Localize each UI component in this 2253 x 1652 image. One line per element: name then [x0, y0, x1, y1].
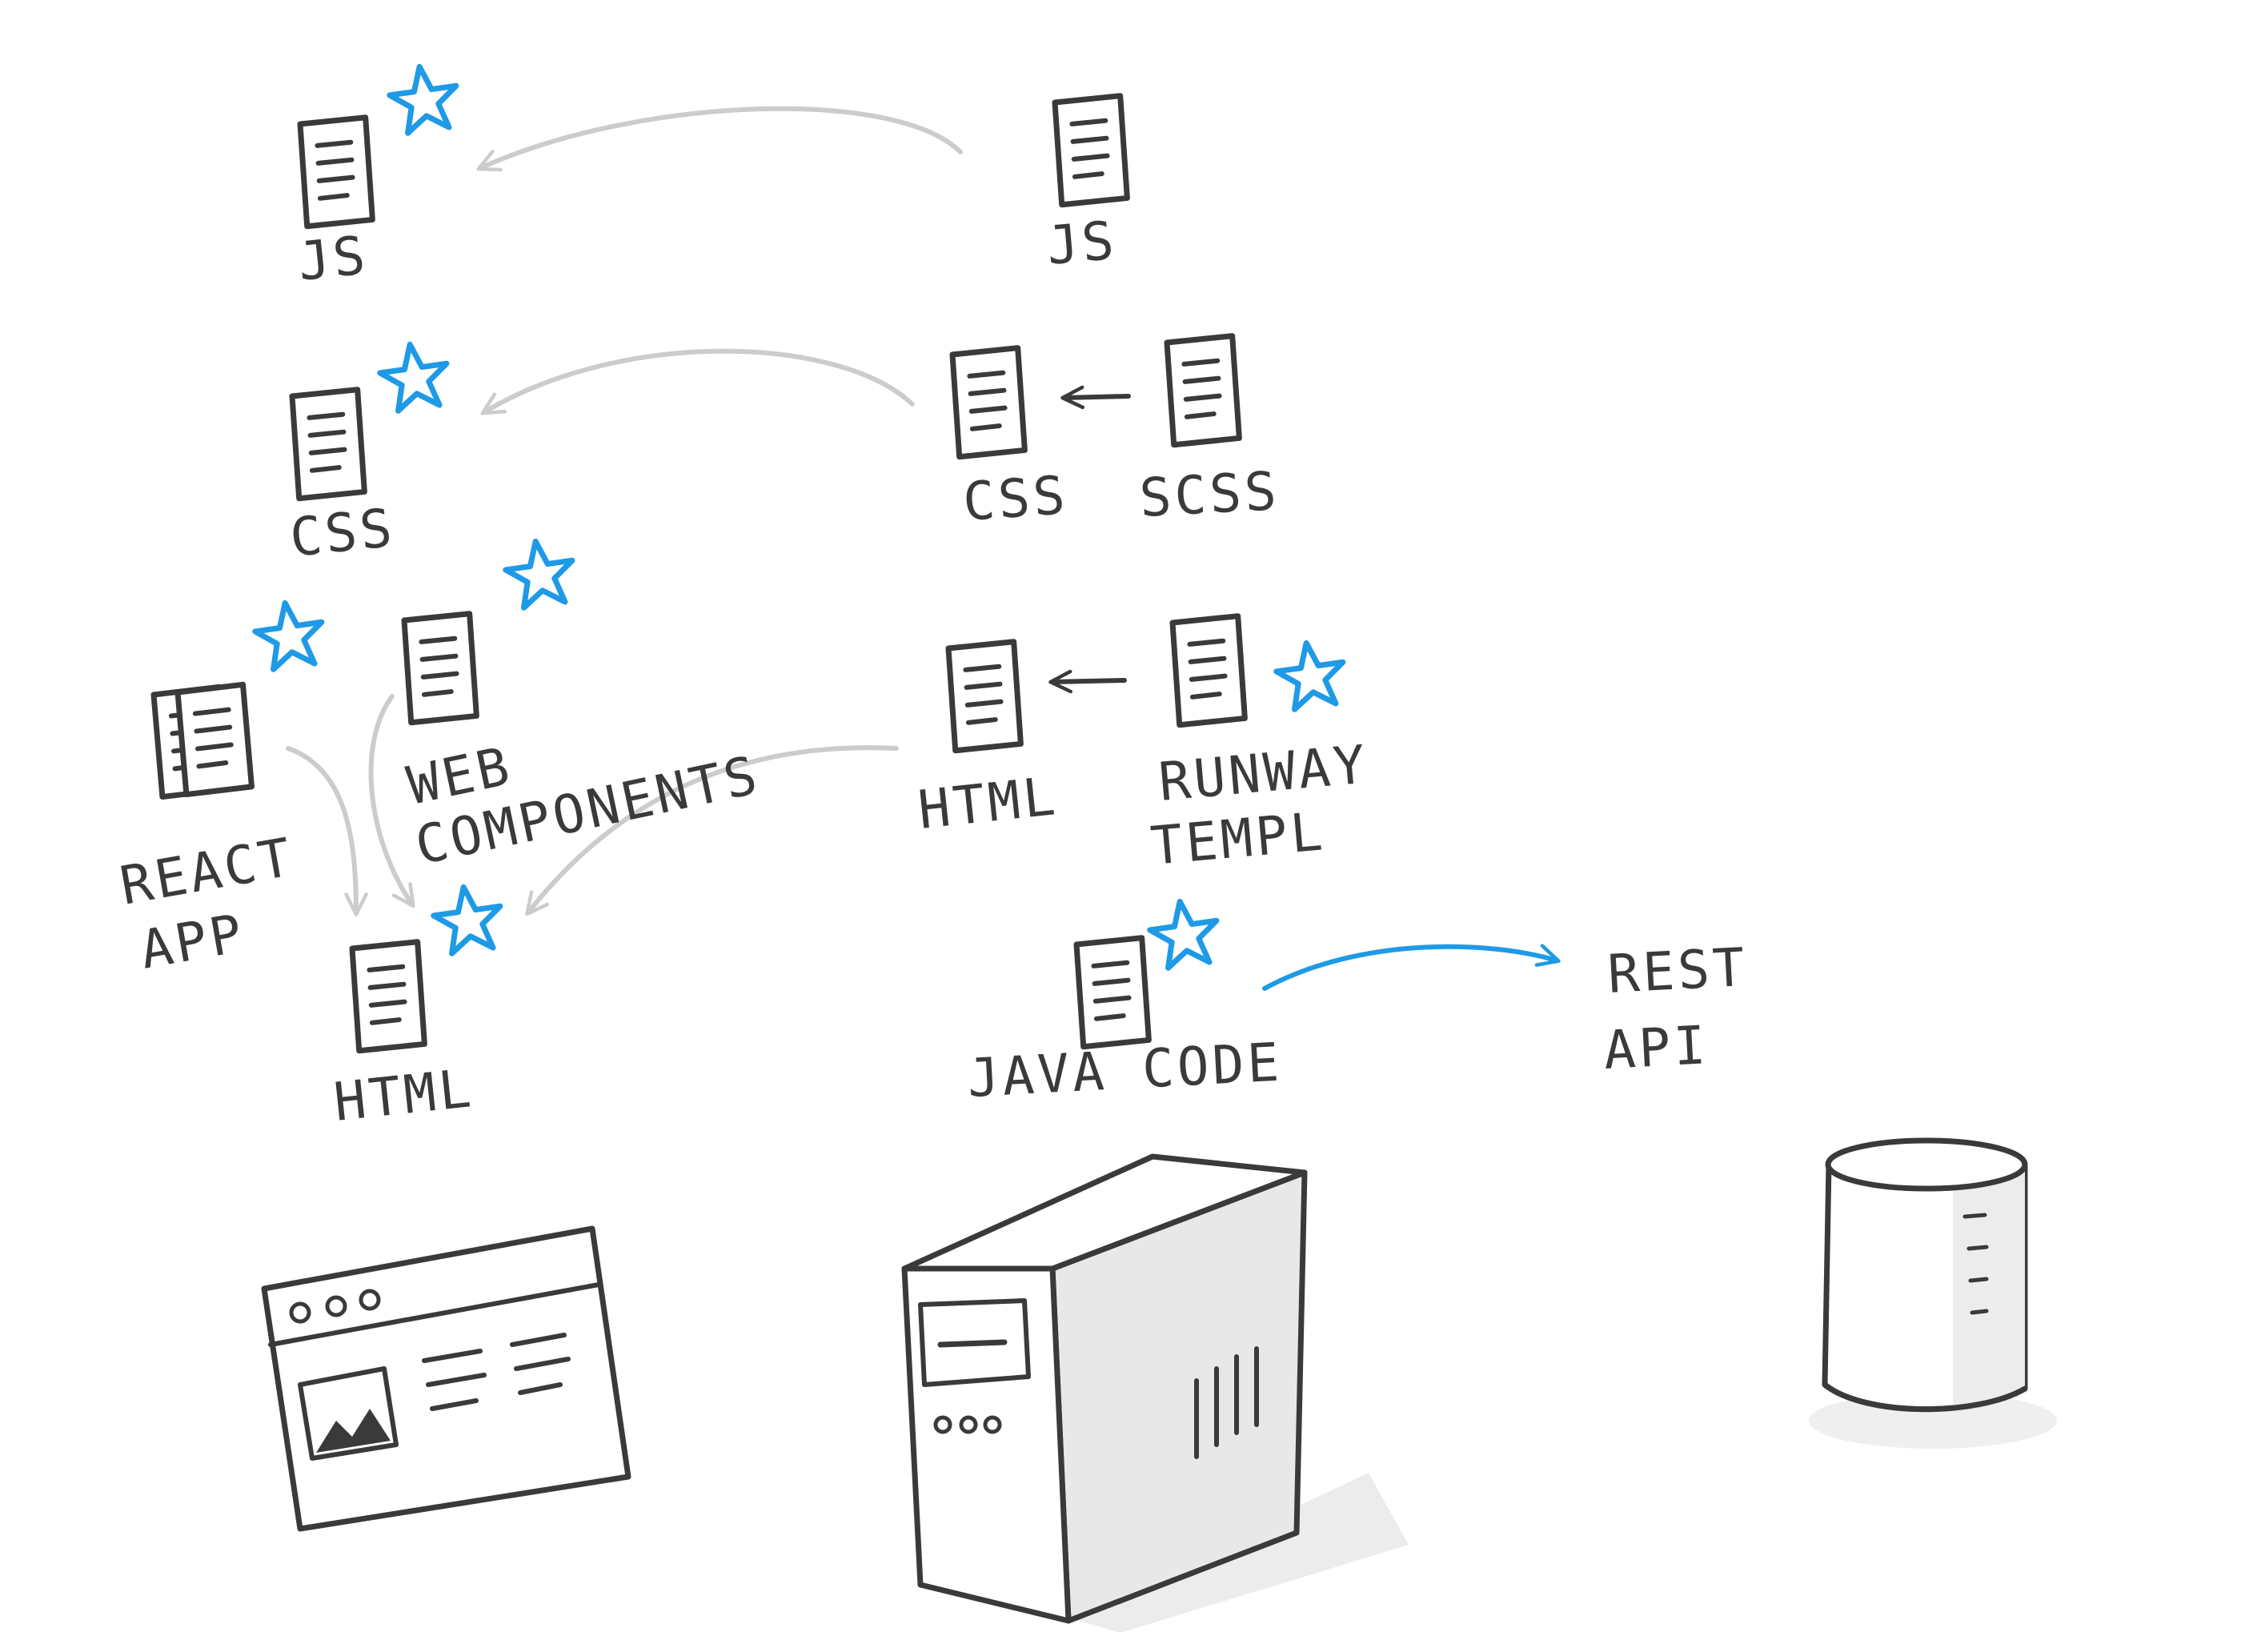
star-icon	[431, 883, 506, 956]
server-tower-icon	[901, 1153, 1409, 1633]
document-icon	[292, 390, 365, 499]
star-icon	[1273, 639, 1349, 712]
react-app-label-line2: APP	[135, 902, 250, 981]
server-html-label: HTML	[916, 765, 1061, 841]
star-icon	[503, 537, 578, 610]
database-cylinder-icon	[1809, 1137, 2057, 1449]
document-icon	[352, 942, 425, 1051]
server-js-node: JS	[1044, 96, 1128, 277]
react-app-label-line1: REACT	[115, 826, 299, 917]
star-icon	[252, 599, 327, 672]
document-icon	[404, 614, 477, 723]
server-css-label: CSS	[961, 464, 1070, 533]
scss-label: SCSS	[1138, 460, 1281, 529]
arrow-runway-to-html	[1048, 669, 1127, 694]
client-html-label: HTML	[331, 1057, 477, 1133]
rest-api-node: REST API	[1602, 936, 1750, 1081]
react-app-node: REACT APP	[115, 599, 327, 981]
arrow-webcomponents-to-html	[368, 694, 415, 908]
document-icon	[300, 118, 373, 227]
arrow-html-to-client	[525, 745, 899, 916]
java-code-node: JAVA CODE	[966, 897, 1284, 1109]
arrow-css-to-client	[480, 348, 915, 415]
server-css-node: CSS	[952, 348, 1070, 533]
rest-api-label-line2: API	[1602, 1014, 1710, 1081]
web-components-node: WEB COMPONENTS	[402, 537, 765, 877]
document-icon	[952, 348, 1025, 457]
java-code-label: JAVA CODE	[966, 1031, 1284, 1109]
arrow-js-to-client	[476, 106, 963, 172]
star-icon	[387, 62, 462, 135]
server-html-node: HTML	[916, 642, 1061, 841]
rest-api-label-line1: REST	[1606, 936, 1750, 1005]
runway-templ-label-line2: TEMPL	[1149, 800, 1329, 877]
document-stack-icon	[154, 684, 252, 797]
client-js-label: JS	[295, 224, 371, 293]
runway-templ-node: RUNWAY TEMPL	[1149, 616, 1371, 877]
arrow-java-to-rest	[1262, 944, 1561, 991]
client-html-node: HTML	[331, 883, 506, 1133]
scss-node: SCSS	[1138, 336, 1281, 529]
client-css-node: CSS	[287, 340, 452, 569]
arrow-scss-to-css	[1060, 385, 1131, 410]
document-icon	[1173, 616, 1245, 725]
document-icon	[1167, 336, 1240, 445]
document-icon	[1055, 96, 1128, 205]
document-icon	[1076, 938, 1149, 1047]
arrow-react-to-html	[286, 746, 368, 916]
browser-window-icon	[261, 1225, 631, 1532]
runway-templ-label-line1: RUNWAY	[1157, 733, 1371, 813]
server-js-label: JS	[1044, 210, 1120, 277]
client-css-label: CSS	[287, 497, 399, 569]
document-icon	[948, 642, 1021, 751]
star-icon	[377, 340, 452, 413]
client-js-node: JS	[295, 62, 462, 293]
star-icon	[1147, 897, 1222, 970]
